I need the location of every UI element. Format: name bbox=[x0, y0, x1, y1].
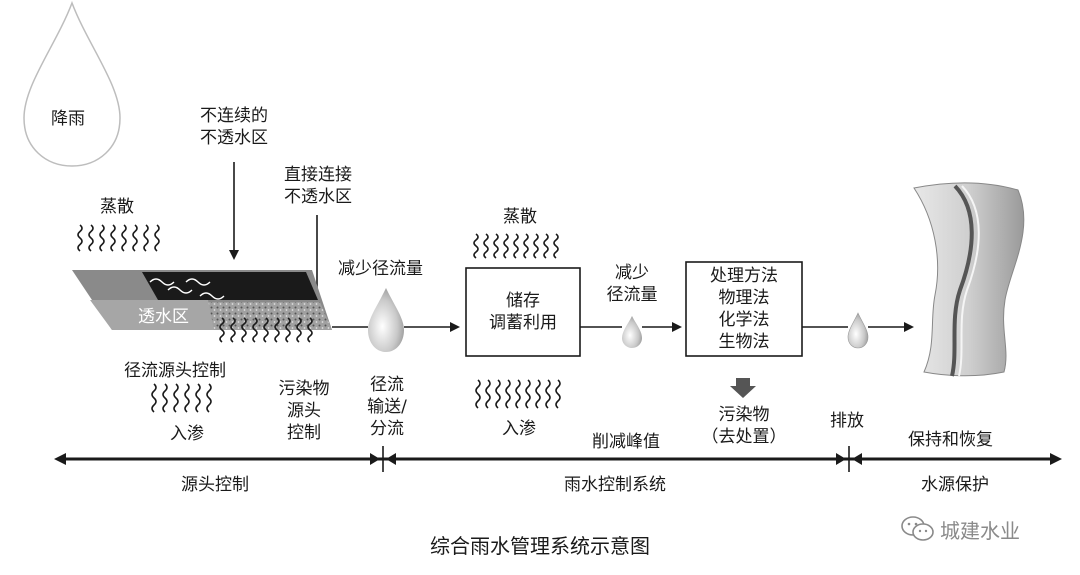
label-maintain-restore: 保持和恢复 bbox=[908, 430, 993, 450]
runoff-flow-icon bbox=[149, 278, 175, 286]
wavy-evaporation-icon bbox=[121, 224, 127, 252]
wavy-infiltration-icon bbox=[263, 317, 269, 343]
wavy-evaporation-icon bbox=[493, 233, 499, 259]
wavy-infiltration-icon bbox=[241, 317, 247, 343]
label-discharge: 排放 bbox=[830, 411, 864, 431]
label-reduce-runoff: 减少径流量 bbox=[338, 259, 423, 279]
arrow-icon bbox=[730, 378, 756, 398]
wavy-infiltration-icon bbox=[151, 383, 157, 413]
label-runoff-source-control: 径流源头控制 bbox=[124, 361, 226, 381]
wavy-infiltration-icon bbox=[307, 317, 313, 343]
wavy-evaporation-icon bbox=[77, 224, 83, 252]
label-infiltration-2: 入渗 bbox=[502, 419, 536, 439]
wavy-evaporation-icon bbox=[110, 224, 116, 252]
wavy-evaporation-icon bbox=[143, 224, 149, 252]
wavy-evaporation-icon bbox=[533, 233, 539, 259]
wavy-infiltration-icon bbox=[162, 383, 168, 413]
label-evaporation-storage: 蒸散 bbox=[503, 207, 537, 227]
storage-box bbox=[465, 267, 581, 357]
wavy-infiltration-icon bbox=[230, 317, 236, 343]
wavy-infiltration-icon bbox=[535, 379, 541, 409]
raindrop-icon bbox=[23, 0, 121, 167]
river-icon bbox=[913, 182, 1025, 377]
label-storage: 储存调蓄利用 bbox=[489, 291, 557, 333]
wavy-evaporation-icon bbox=[88, 224, 94, 252]
land-surface bbox=[72, 270, 332, 330]
raindrop-icon bbox=[368, 288, 404, 352]
label-pervious-area: 透水区 bbox=[138, 307, 189, 327]
wavy-infiltration-icon bbox=[195, 383, 201, 413]
wavy-evaporation-icon bbox=[553, 233, 559, 259]
wavy-infiltration-icon bbox=[206, 383, 212, 413]
label-discontinuous-impervious: 不连续的不透水区 bbox=[200, 106, 268, 148]
wavy-infiltration-icon bbox=[285, 317, 291, 343]
label-infiltration: 入渗 bbox=[170, 424, 204, 444]
wavy-infiltration-icon bbox=[525, 379, 531, 409]
wavy-infiltration-icon bbox=[495, 379, 501, 409]
wavy-evaporation-icon bbox=[513, 233, 519, 259]
wavy-infiltration-icon bbox=[515, 379, 521, 409]
wavy-evaporation-icon bbox=[523, 233, 529, 259]
runoff-flow-icon bbox=[199, 292, 225, 300]
label-conveyance: 径流输送/分流 bbox=[367, 375, 407, 439]
figure-caption: 综合雨水管理系统示意图 bbox=[430, 534, 650, 558]
wavy-infiltration-icon bbox=[555, 379, 561, 409]
wavy-evaporation-icon bbox=[543, 233, 549, 259]
wavy-infiltration-icon bbox=[475, 379, 481, 409]
wavy-infiltration-icon bbox=[252, 317, 258, 343]
label-pollutant-source-control: 污染物源头控制 bbox=[278, 379, 330, 443]
runoff-flow-icon bbox=[167, 286, 193, 294]
label-peak-reduction: 削减峰值 bbox=[592, 432, 660, 452]
label-direct-impervious: 直接连接不透水区 bbox=[284, 165, 352, 207]
wechat-icon bbox=[901, 516, 934, 541]
wavy-evaporation-icon bbox=[473, 233, 479, 259]
wavy-evaporation-icon bbox=[132, 224, 138, 252]
wavy-infiltration-icon bbox=[505, 379, 511, 409]
wavy-infiltration-icon bbox=[485, 379, 491, 409]
runoff-flow-icon bbox=[185, 278, 211, 286]
timeline-water-protection: 水源保护 bbox=[921, 475, 989, 495]
label-rain: 降雨 bbox=[51, 109, 85, 129]
wavy-evaporation-icon bbox=[503, 233, 509, 259]
wavy-evaporation-icon bbox=[99, 224, 105, 252]
label-treatment: 处理方法物理法 化学法生物法 bbox=[710, 266, 778, 352]
wavy-infiltration-icon bbox=[173, 383, 179, 413]
wavy-infiltration-icon bbox=[184, 383, 190, 413]
wavy-infiltration-icon bbox=[274, 317, 280, 343]
label-pollutant-disposal: 污染物（去处置） bbox=[701, 405, 787, 447]
wavy-infiltration-icon bbox=[545, 379, 551, 409]
wavy-infiltration-icon bbox=[296, 317, 302, 343]
label-evaporation: 蒸散 bbox=[100, 197, 134, 217]
raindrop-icon bbox=[622, 316, 642, 348]
raindrop-icon bbox=[847, 312, 869, 349]
wavy-evaporation-icon bbox=[154, 224, 160, 252]
timeline-source-control: 源头控制 bbox=[181, 475, 249, 495]
wavy-evaporation-icon bbox=[483, 233, 489, 259]
label-reduce-runoff-2: 减少径流量 bbox=[606, 263, 658, 305]
watermark-text: 城建水业 bbox=[940, 519, 1020, 543]
timeline-stormwater-control: 雨水控制系统 bbox=[564, 475, 666, 495]
treatment-box bbox=[685, 261, 803, 357]
watermark: 城建水业 bbox=[900, 512, 1070, 544]
wavy-infiltration-icon bbox=[219, 317, 225, 343]
timeline-bar bbox=[54, 446, 1062, 472]
